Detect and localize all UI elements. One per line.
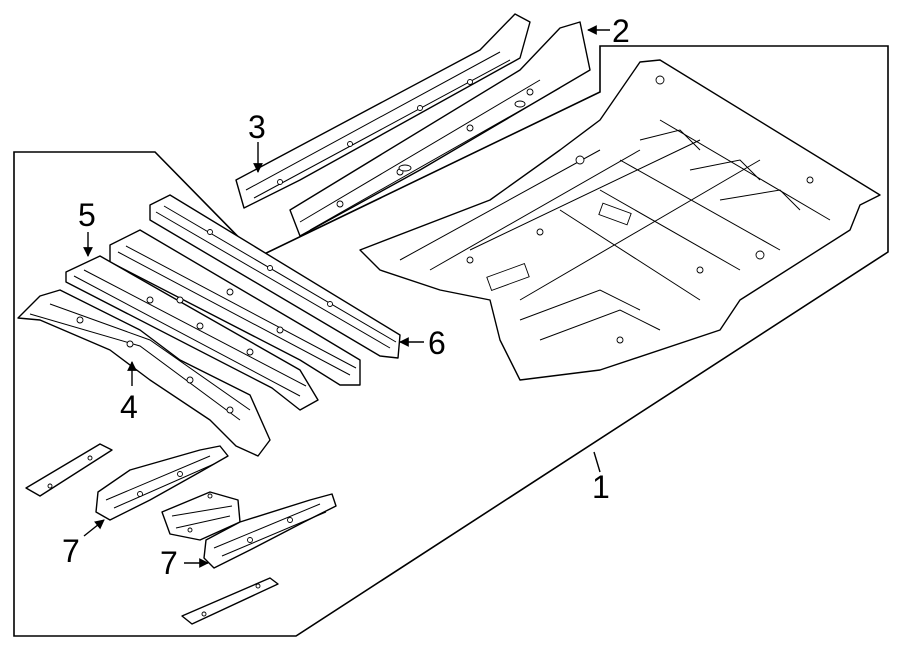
part-7-bracket-upper (95, 445, 229, 521)
part-1-floor-pan (359, 59, 881, 381)
callout-6: 6 (428, 325, 446, 361)
part-6-crossmember (149, 194, 401, 359)
bracket-front-right (181, 577, 279, 625)
part-4-crossmember (17, 289, 271, 457)
part-7-bracket-lower (203, 493, 337, 569)
callout-5: 5 (78, 197, 96, 233)
callout-3: 3 (248, 109, 266, 145)
bracket-front-left (25, 443, 113, 497)
callout-4: 4 (120, 389, 138, 425)
callout-2: 2 (612, 13, 630, 49)
part-2-side-rail (289, 21, 591, 237)
part-3-side-rail (235, 13, 531, 209)
callout-7b: 7 (160, 545, 178, 581)
leader-1 (593, 451, 601, 473)
leader-7a (83, 519, 105, 537)
callout-7a: 7 (62, 533, 80, 569)
callout-1: 1 (592, 469, 610, 505)
part-5-crossmember (65, 229, 361, 411)
